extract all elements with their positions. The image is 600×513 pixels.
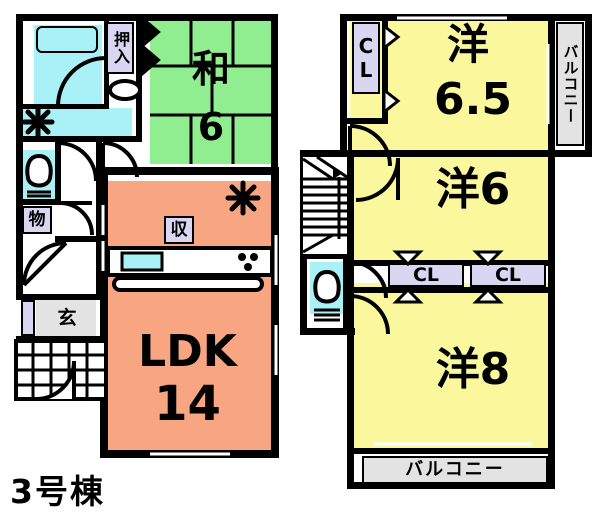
wall-washitsu-bottom <box>98 167 278 175</box>
closet-cl-mid-left[interactable]: CL <box>388 263 464 287</box>
wall-hall-right <box>96 142 102 198</box>
staircase <box>302 155 348 254</box>
porch-tiles <box>14 339 108 401</box>
closet-cl-mid-right[interactable]: CL <box>470 263 546 287</box>
closet-shuuno[interactable]: 収 <box>164 216 194 244</box>
wall-2f-right-upper <box>585 14 592 157</box>
door-toilet <box>59 201 94 236</box>
plan-title: 3号棟 <box>10 472 105 511</box>
room-label-washitsu-main: 和 <box>191 47 230 91</box>
room-label-yo65-main: 洋 <box>446 20 489 69</box>
entrance-genkan[interactable]: 玄 <box>45 303 89 333</box>
door-toilet-2f <box>348 260 388 299</box>
cl-mid-slider-markers <box>392 250 504 304</box>
wall-2f-left-upper <box>340 14 347 157</box>
closet-oshiire[interactable]: 押入 <box>106 22 134 74</box>
balcony-bottom[interactable]: バルコニー <box>362 456 548 484</box>
storage-mono[interactable]: 物 <box>22 206 52 234</box>
wall-closet-band-bottom <box>347 287 552 293</box>
wall-1f-right-upper <box>271 14 278 174</box>
door-yo8 <box>348 294 390 335</box>
door-yo6 <box>355 157 400 202</box>
wall-2f-bottom <box>347 482 555 489</box>
closet-cl-top-label: CL <box>354 34 378 82</box>
yo65-window-markers <box>397 16 550 124</box>
kitchen-stove-burners <box>238 253 258 271</box>
washing-machine-icon <box>21 105 55 139</box>
wall-hall-room-divider <box>347 157 354 332</box>
wall-between-yo65-yo6 <box>347 150 552 157</box>
wall-2f-hall-bottom <box>300 328 355 335</box>
shoe-box <box>21 300 35 336</box>
yo8-window-markers <box>374 442 532 446</box>
bath-door-arc <box>56 56 108 107</box>
wall-stairbox-bottom <box>300 252 347 259</box>
wall-1f-top <box>16 14 278 21</box>
yo8-fill <box>350 283 550 448</box>
wall-corridor-right <box>96 175 102 300</box>
door-entry-hall <box>22 241 68 287</box>
bathtub <box>36 26 98 53</box>
wall-hall-mid <box>55 236 102 242</box>
door-hall <box>101 141 139 178</box>
closet-cl-top[interactable]: CL <box>352 22 380 94</box>
tatami-grid <box>150 18 274 164</box>
washitsu-sliding-doors <box>140 14 161 78</box>
yo6-fill <box>350 153 550 263</box>
wall-balcony-bottom-top <box>354 448 552 454</box>
wall-toilet-bottom <box>16 199 61 205</box>
room-label-yo6: 洋6 <box>435 164 511 215</box>
wall-1f-left-upper <box>16 14 23 211</box>
wall-1f-left-lower <box>16 205 23 300</box>
cl-top-slider-markers <box>382 22 401 116</box>
wall-2f-left-lower <box>347 328 354 488</box>
room-label-yo65-size: 6.5 <box>434 74 512 125</box>
toilet-1f <box>25 153 53 198</box>
kitchen-counter <box>106 246 274 292</box>
door-washroom <box>56 141 98 182</box>
wall-2f-balconyR-bottom <box>548 150 592 157</box>
balcony-right[interactable]: バルコニー <box>556 22 584 146</box>
wall-ldk-right <box>271 167 279 458</box>
wall-washroom-right <box>136 18 142 142</box>
room-label-yo8: 洋8 <box>435 344 511 395</box>
ldk-windows <box>101 205 278 456</box>
washbasin <box>108 79 142 101</box>
wall-washroom-bottom <box>16 136 141 142</box>
wall-toilet2f-right <box>343 256 349 330</box>
wall-genkan-top <box>16 294 102 300</box>
wall-bath-bottom <box>23 104 109 109</box>
room-label-washitsu-size: 6 <box>197 105 225 149</box>
wall-2f-right-lower <box>548 148 555 488</box>
ldk-heater-icon <box>225 180 261 216</box>
wall-2f-balcony-right-inner <box>548 14 555 157</box>
wall-cl-top-bottom <box>340 118 388 124</box>
room-label-ldk-size: 14 <box>154 376 221 432</box>
toilet-2f <box>313 269 341 322</box>
door-yo65 <box>348 124 392 167</box>
room-label-ldk-main: LDK <box>138 326 237 377</box>
wall-cl-top-right <box>382 18 388 122</box>
wall-2f-hall-top <box>300 150 355 157</box>
wall-ldk-left <box>100 175 108 458</box>
